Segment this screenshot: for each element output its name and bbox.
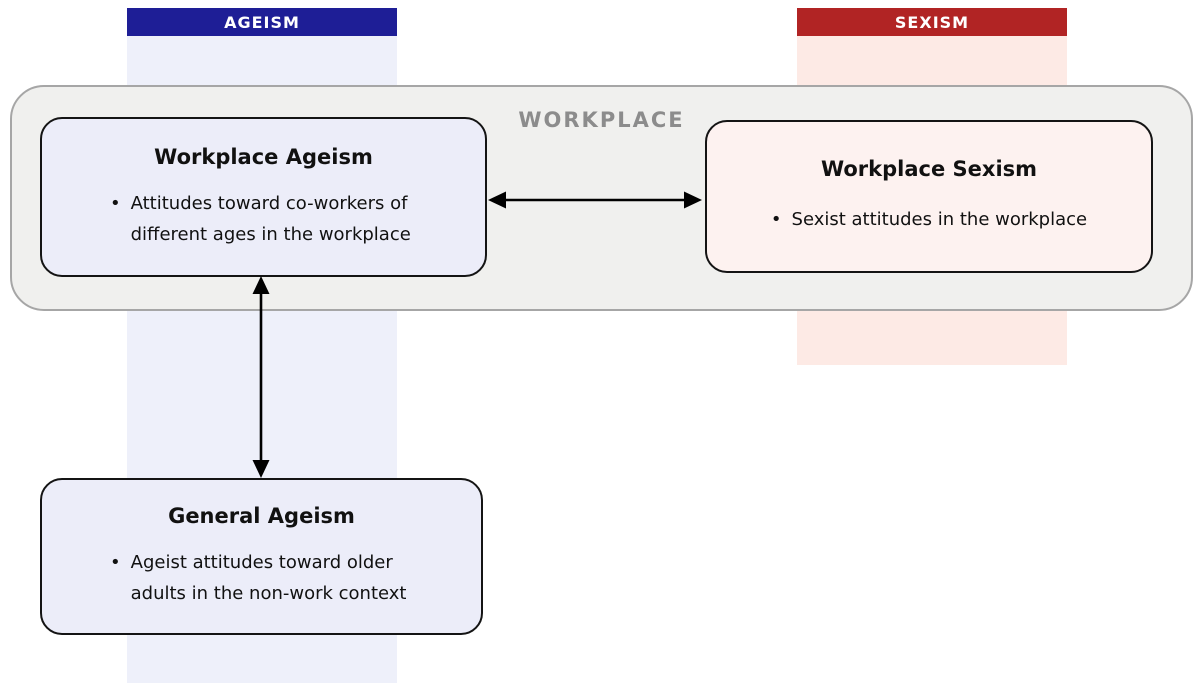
workplace-label: WORKPLACE — [518, 108, 685, 132]
workplace-sexism-box: Workplace Sexism • Sexist attitudes in t… — [705, 120, 1153, 273]
workplace-sexism-bullet-text: Sexist attitudes in the workplace — [791, 209, 1088, 230]
workplace-ageism-box: Workplace Ageism • Attitudes toward co-w… — [40, 117, 487, 277]
workplace-ageism-bullet-text: Attitudes toward co-workers of different… — [130, 193, 411, 245]
bullet-icon: • — [110, 193, 121, 214]
workplace-ageism-bullet: • Attitudes toward co-workers of differe… — [110, 189, 485, 250]
general-ageism-bullet: • Ageist attitudes toward older adults i… — [110, 548, 481, 609]
sexism-banner: SEXISM — [797, 8, 1067, 36]
workplace-sexism-title: Workplace Sexism — [820, 157, 1038, 181]
workplace-sexism-bullet: • Sexist attitudes in the workplace — [707, 205, 1151, 236]
general-ageism-title: General Ageism — [168, 504, 355, 528]
ageism-banner: AGEISM — [127, 8, 397, 36]
bullet-icon: • — [770, 209, 782, 230]
general-ageism-box: General Ageism • Ageist attitudes toward… — [40, 478, 483, 635]
ageism-banner-label: AGEISM — [224, 12, 300, 32]
bullet-icon: • — [110, 552, 121, 573]
workplace-ageism-title: Workplace Ageism — [154, 145, 373, 169]
general-ageism-bullet-text: Ageist attitudes toward older adults in … — [130, 552, 407, 604]
sexism-banner-label: SEXISM — [894, 12, 970, 32]
